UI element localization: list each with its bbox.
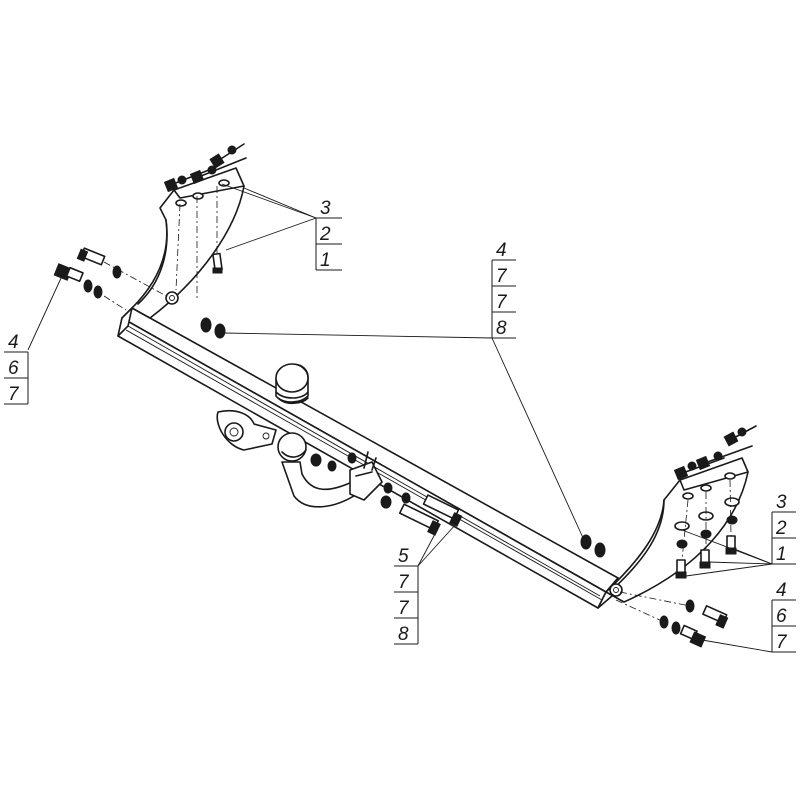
callout-label: 1 — [320, 250, 331, 271]
callout-right-end: 4 6 7 — [771, 580, 796, 653]
callout-label: 6 — [8, 358, 19, 379]
right-pad-nuts — [580, 534, 606, 558]
callout-label: 7 — [398, 572, 410, 593]
callout-ball-mount: 5 7 7 8 — [394, 546, 419, 645]
left-end-bolts — [53, 247, 171, 311]
tow-ball-neck — [277, 432, 411, 509]
callout-label: 1 — [776, 544, 787, 565]
left-bracket — [131, 167, 245, 319]
callout-left-end: 4 6 7 — [4, 332, 29, 405]
callout-label: 7 — [496, 292, 508, 313]
callout-label: 3 — [320, 198, 331, 219]
callout-label: 8 — [398, 624, 409, 645]
callout-label: 8 — [496, 318, 507, 339]
right-end-bolts — [615, 591, 729, 648]
callout-label: 4 — [496, 240, 507, 261]
crossbar — [117, 307, 619, 609]
callout-label: 7 — [496, 266, 508, 287]
leader-lines — [27, 183, 773, 653]
callout-label: 4 — [8, 332, 19, 353]
right-bracket — [605, 457, 749, 603]
callout-label: 3 — [776, 492, 787, 513]
tow-ball-cap — [275, 363, 309, 405]
callout-center-pad: 4 7 7 8 — [491, 240, 516, 339]
right-bracket-bolts — [673, 425, 757, 579]
callout-right-bracket: 3 2 1 — [771, 492, 796, 565]
callout-label: 7 — [8, 384, 20, 405]
left-bracket-bolts — [163, 143, 247, 298]
callout-label: 7 — [398, 598, 410, 619]
socket-plate — [216, 409, 277, 451]
ball-mount-bolts — [398, 494, 463, 536]
center-pad-nuts — [200, 317, 226, 339]
callout-label: 2 — [319, 224, 331, 245]
callout-top-left-bracket: 3 2 1 — [315, 198, 342, 271]
callout-label: 2 — [775, 518, 787, 539]
callout-label: 4 — [776, 580, 787, 601]
callout-label: 7 — [776, 632, 788, 653]
callout-label: 5 — [398, 546, 409, 567]
callout-label: 6 — [776, 606, 787, 627]
